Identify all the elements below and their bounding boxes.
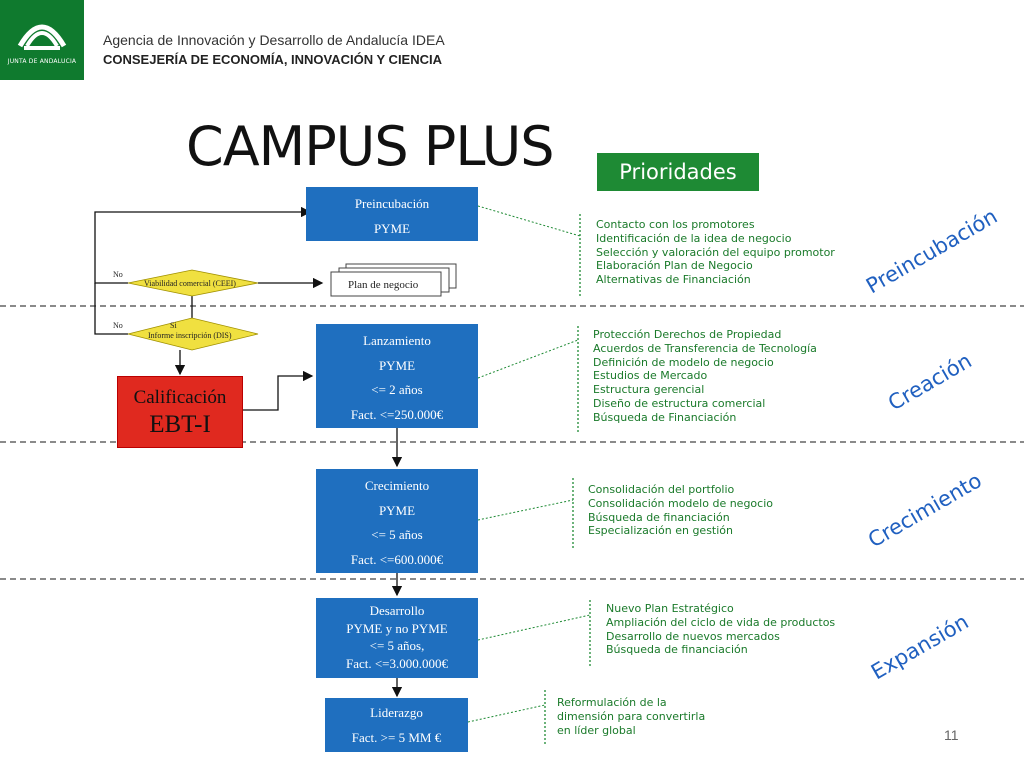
box-line: PYME (373, 220, 411, 236)
list-item: Estructura gerencial (593, 383, 705, 397)
list-item: Especialización en gestión (588, 524, 733, 538)
box-line: PYME (378, 502, 416, 518)
list-item: Identificación de la idea de negocio (596, 231, 792, 245)
arrow-to-lanzamiento (243, 370, 314, 411)
crecimiento-box: Crecimiento PYME <= 5 años Fact. <=600.0… (316, 469, 478, 573)
logo-emblem-icon (17, 24, 67, 50)
box-line: Preincubación (354, 196, 430, 211)
list-item: Búsqueda de Financiación (593, 410, 737, 424)
no-label-2: No (113, 321, 123, 330)
list-expansion: Nuevo Plan Estratégico Ampliación del ci… (606, 602, 835, 657)
junta-logo (0, 0, 84, 80)
desarrollo-box: Desarrollo PYME y no PYME <= 5 años, Fac… (316, 598, 478, 678)
list-item: Consolidación modelo de negocio (588, 496, 773, 510)
list-preincubacion: Contacto con los promotores Identificaci… (596, 218, 835, 287)
list-item: Desarrollo de nuevos mercados (606, 629, 780, 643)
box-line: Liderazgo (370, 705, 423, 720)
agency-name: Agencia de Innovación y Desarrollo de An… (103, 32, 445, 48)
list-creacion: Protección Derechos de Propiedad Acuerdo… (593, 328, 817, 425)
list-item: en líder global (557, 723, 636, 737)
list-item: Acuerdos de Transferencia de Tecnología (593, 341, 817, 355)
list-item: Protección Derechos de Propiedad (593, 328, 782, 341)
informe-label: Informe inscripción (DIS) (148, 331, 232, 340)
list-item: Estudios de Mercado (593, 369, 708, 383)
preincubacion-box: Preincubación PYME (306, 187, 478, 241)
callout-line-2 (477, 339, 579, 379)
list-item: Diseño de estructura comercial (593, 396, 766, 410)
list-liderazgo: Reformulación de la dimensión para conve… (557, 696, 705, 737)
list-item: Selección y valoración del equipo promot… (596, 245, 835, 259)
list-item: Definición de modelo de negocio (593, 355, 774, 369)
box-line: PYME (378, 357, 416, 373)
ebt-line-2: EBT-I (149, 411, 211, 438)
si-label-1: Si (170, 321, 177, 330)
box-line: Crecimiento (364, 478, 430, 493)
liderazgo-box: Liderazgo Fact. >= 5 MM € (325, 698, 468, 752)
box-line: <= 5 años (371, 527, 423, 543)
list-item: Nuevo Plan Estratégico (606, 602, 734, 615)
plan-negocio-label: Plan de negocio (348, 279, 419, 291)
prioridades-badge: Prioridades (597, 153, 759, 191)
ebt-line-1: Calificación (133, 387, 227, 408)
logo-text: JUNTA DE ANDALUCIA (7, 58, 77, 65)
list-item: Alternativas de Financiación (596, 273, 751, 287)
box-line: Lanzamiento (363, 333, 431, 348)
box-line: Fact. <=3.000.000€ (345, 655, 449, 671)
plan-doc-front (330, 271, 442, 297)
list-item: Ampliación del ciclo de vida de producto… (606, 615, 836, 629)
box-line: Fact. <=600.000€ (350, 552, 444, 568)
list-item: dimensión para convertirla (557, 709, 706, 723)
line-no-informe (94, 283, 128, 335)
box-line: <= 2 años (371, 382, 423, 398)
callout-line-3 (477, 499, 574, 521)
viabilidad-label: Viabilidad comercial (CEEI) (144, 279, 236, 288)
lanzamiento-box: Lanzamiento PYME <= 2 años Fact. <=250.0… (316, 324, 478, 428)
ebt-calificacion-box: Calificación EBT-I (117, 376, 243, 448)
list-item: Contacto con los promotores (596, 218, 755, 231)
box-line: <= 5 años, (369, 638, 425, 654)
arrow-to-preincubacion (94, 206, 312, 284)
informe-diamond (127, 317, 259, 351)
no-label-1: No (113, 270, 123, 279)
list-item: Elaboración Plan de Negocio (596, 259, 753, 273)
list-item: Búsqueda de financiación (588, 510, 730, 524)
callout-line-5 (467, 704, 546, 723)
list-crecimiento: Consolidación del portfolio Consolidació… (588, 483, 773, 538)
viabilidad-diamond (127, 269, 259, 297)
list-item: Búsqueda de financiación (606, 643, 748, 657)
list-item: Consolidación del portfolio (588, 483, 735, 496)
box-line: Desarrollo (369, 603, 425, 618)
list-item: Reformulación de la (557, 696, 667, 709)
callout-line-4 (477, 614, 591, 641)
callout-line-1 (477, 205, 581, 237)
box-line: Fact. <=250.000€ (350, 407, 444, 423)
box-line: Fact. >= 5 MM € (351, 729, 442, 745)
box-line: PYME y no PYME (346, 620, 448, 636)
page-title: CAMPUS PLUS (186, 115, 555, 178)
page-number: 11 (944, 727, 959, 743)
consejeria-name: CONSEJERÍA DE ECONOMÍA, INNOVACIÓN Y CIE… (103, 52, 443, 67)
